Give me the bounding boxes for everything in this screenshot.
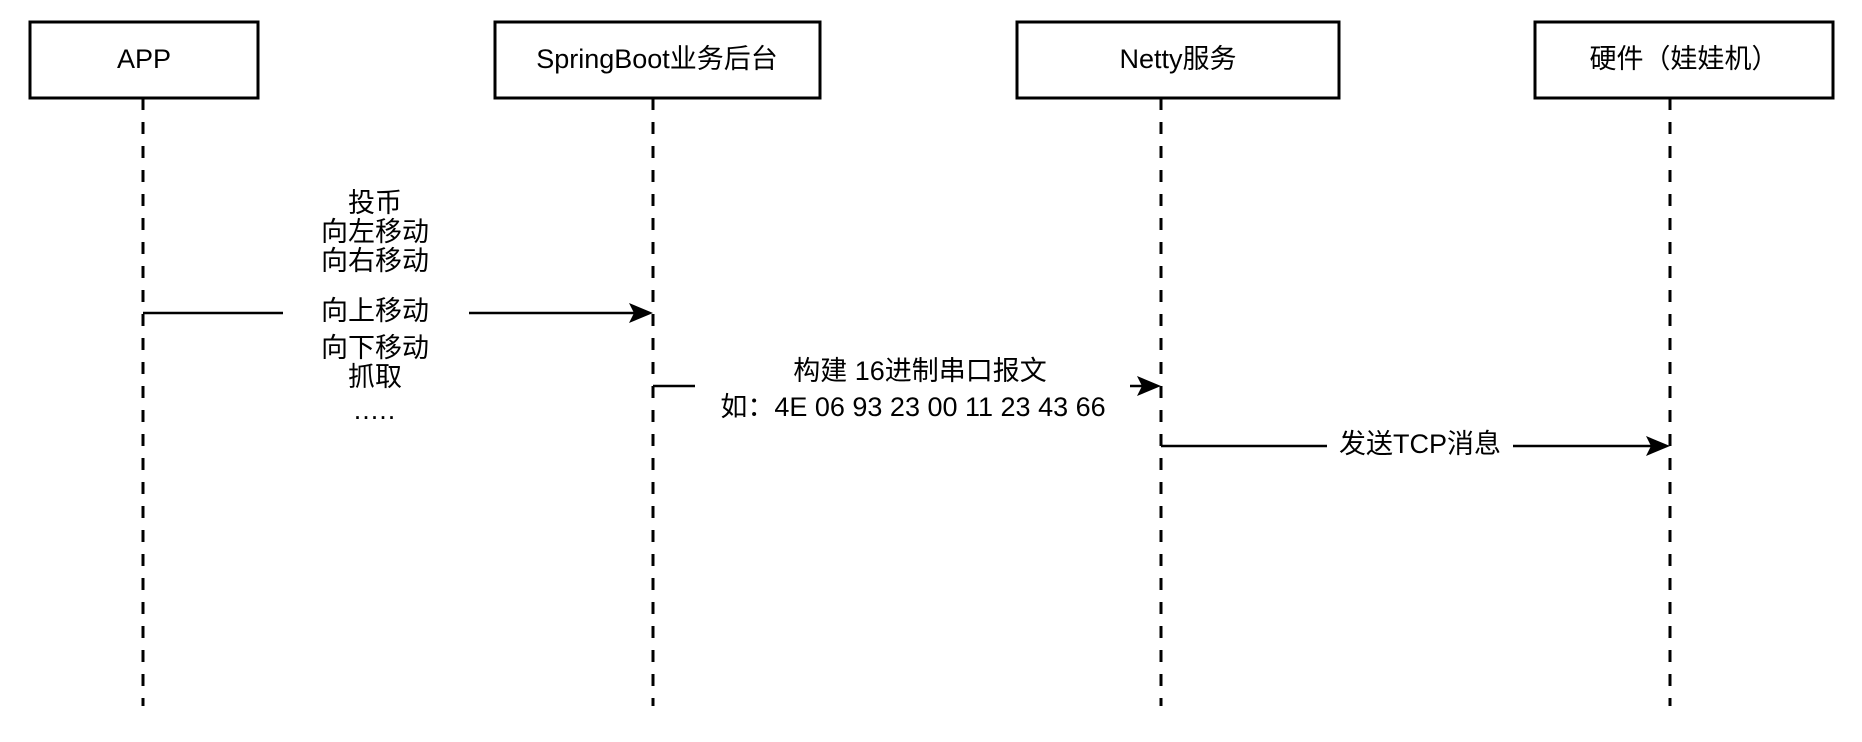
message-3-label-backdrop: [1327, 428, 1513, 465]
actor-box-app[interactable]: [28, 20, 260, 100]
message-1-label-backdrop: [283, 295, 469, 332]
message-2-label-backdrop: [695, 368, 1130, 405]
actor-app[interactable]: APP: [28, 20, 260, 100]
actor-springboot[interactable]: SpringBoot业务后台: [493, 20, 822, 100]
message-1-label-line-5: 向下移动: [321, 333, 429, 363]
message-3-label: 发送TCP消息: [1339, 429, 1501, 459]
message-3-arrowhead: [1646, 436, 1670, 456]
actor-label-app: APP: [117, 44, 171, 74]
actor-box-hardware[interactable]: [1533, 20, 1835, 100]
message-1-label-line-2: 向左移动: [321, 217, 429, 247]
message-1-label-line-6: 抓取: [348, 362, 402, 392]
actor-label-hardware: 硬件（娃娃机）: [1590, 44, 1779, 74]
message-1-arrowhead: [629, 303, 653, 323]
actor-box-netty[interactable]: [1015, 20, 1341, 100]
message-1-label-line-4: 向上移动: [321, 296, 429, 326]
actor-box-springboot[interactable]: [493, 20, 822, 100]
actor-netty[interactable]: Netty服务: [1015, 20, 1341, 100]
message-app-to-springboot[interactable]: 投币 向左移动 向右移动 向上移动 向下移动 抓取 .....: [143, 188, 653, 425]
message-1-label-line-1: 投币: [348, 188, 402, 218]
message-netty-to-hardware[interactable]: 发送TCP消息: [1161, 428, 1670, 465]
message-1-label-line-3: 向右移动: [321, 246, 429, 276]
message-2-arrowhead: [1137, 376, 1161, 396]
message-2-label-line-1: 构建 16进制串口报文: [793, 356, 1047, 386]
message-2-label-line-2: 如：4E 06 93 23 00 11 23 43 66: [720, 392, 1105, 422]
lifelines-layer: [141, 98, 1672, 706]
message-springboot-to-netty[interactable]: 构建 16进制串口报文 如：4E 06 93 23 00 11 23 43 66: [653, 356, 1161, 422]
actor-label-springboot: SpringBoot业务后台: [536, 44, 778, 74]
actor-hardware[interactable]: 硬件（娃娃机）: [1533, 20, 1835, 100]
actor-label-netty: Netty服务: [1119, 44, 1236, 74]
message-1-label-ellipsis: .....: [354, 395, 397, 425]
